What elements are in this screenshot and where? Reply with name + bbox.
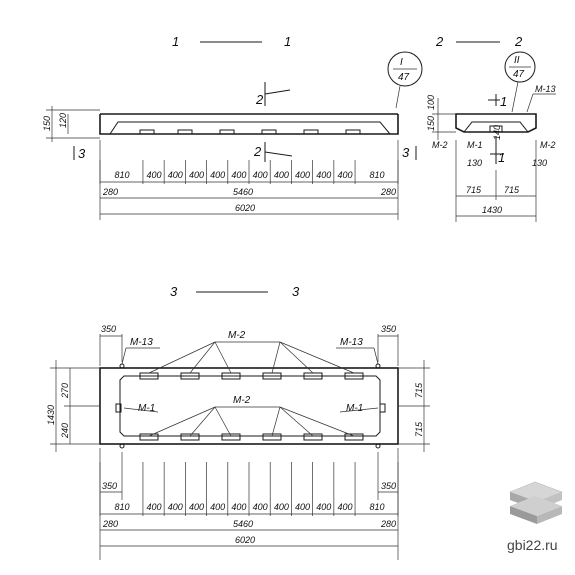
view3-m1-left: М-1	[138, 403, 155, 414]
spacing-label: 400	[210, 502, 225, 512]
watermark-text: gbi22.ru	[507, 537, 558, 553]
spacing-label: 400	[274, 502, 289, 512]
view3-m13-right: М-13	[340, 337, 363, 348]
view1-mark-3-right: 3	[402, 145, 410, 160]
view2-d130-right: 130	[532, 158, 547, 168]
view2-half-left: 715	[466, 185, 482, 195]
view2-mark-1b: 1	[498, 150, 505, 165]
spacing-label: 400	[295, 502, 310, 512]
view1-total: 6020	[235, 203, 255, 213]
section-1-left: 1	[172, 34, 179, 49]
spacing-label: 400	[231, 170, 246, 180]
view3-m2-top: М-2	[228, 330, 246, 341]
view1-spacing-ticks	[99, 160, 399, 184]
view2-mark-1: 1	[500, 94, 507, 109]
view2-h3: 140	[492, 125, 502, 140]
view2-d130-left: 130	[467, 158, 482, 168]
view3-rh-top: 715	[414, 382, 424, 398]
section-1-right: 1	[284, 34, 291, 49]
spacing-label: 400	[337, 170, 352, 180]
view3-rh-bot: 715	[414, 421, 424, 437]
section-2-title: 2 2	[435, 34, 523, 49]
view3-inner: 5460	[233, 519, 253, 529]
callout-I: I 47	[387, 51, 423, 109]
spacing-label: 810	[370, 170, 385, 180]
view3-total: 6020	[235, 535, 255, 545]
spacing-label: 400	[189, 170, 204, 180]
view3-m1-right: М-1	[346, 403, 363, 414]
callout-II-top: II	[514, 55, 520, 66]
spacing-label: 400	[231, 502, 246, 512]
view1-inner: 5460	[233, 187, 253, 197]
spacing-label: 400	[147, 170, 162, 180]
view3-bottom-plates	[139, 433, 364, 441]
spacing-label: 400	[147, 502, 162, 512]
view-1-elevation: 150 120 2 2 3 3 810 400 400 400 400 400 400 400…	[42, 82, 417, 220]
callout-II-bottom: 47	[513, 69, 525, 80]
view3-end-right: 280	[380, 519, 396, 529]
view3-edge-left: 350	[101, 324, 116, 334]
spacing-label: 810	[114, 502, 129, 512]
view1-ribs	[139, 129, 361, 135]
view1-end-left: 280	[102, 187, 118, 197]
view1-end-right: 280	[380, 187, 396, 197]
section-1-title: 1 1	[172, 34, 291, 49]
view1-h-inner: 120	[58, 113, 68, 128]
view1-mark-2: 2	[255, 92, 264, 107]
section-2-left: 2	[435, 34, 444, 49]
view-3-plan: М-2 М-2 М-13 М-13 М-1 М-1 350	[46, 324, 430, 560]
spacing-label: 400	[337, 502, 352, 512]
view3-m13-left: М-13	[130, 337, 153, 348]
spacing-label: 810	[114, 170, 129, 180]
view-2-section: 1 1 М-13 100 150 140 М-2 М-1 М-2 130 130…	[426, 84, 556, 222]
view1-mark-3-left: 3	[78, 146, 86, 161]
view2-h1: 100	[426, 95, 436, 110]
view3-h-top: 270	[60, 383, 70, 399]
view2-m2-right: М-2	[540, 140, 556, 150]
view1-spacing-labels: 810 400 400 400 400 400 400 400 400 400 400 810	[114, 170, 384, 180]
view3-leaders-mid	[148, 406, 355, 437]
view3-bedge-right: 350	[381, 481, 396, 491]
view2-m1: М-1	[467, 140, 483, 150]
view3-h-bot: 240	[60, 423, 70, 439]
view2-m13: М-13	[535, 84, 556, 94]
view3-h-total: 1430	[46, 405, 56, 425]
view1-mark-2b: 2	[253, 144, 262, 159]
section-3-title: 3 3	[170, 284, 300, 299]
section-2-right: 2	[514, 34, 523, 49]
view3-edge-right: 350	[381, 324, 396, 334]
spacing-label: 400	[253, 170, 268, 180]
callout-I-top: I	[400, 57, 403, 68]
view3-end-left: 280	[102, 519, 118, 529]
view3-bedge-left: 350	[102, 481, 117, 491]
view3-m2-mid: М-2	[233, 395, 251, 406]
spacing-label: 400	[210, 170, 225, 180]
watermark-logo	[509, 481, 563, 524]
callout-II: II 47	[504, 51, 536, 113]
spacing-label: 810	[370, 502, 385, 512]
spacing-label: 400	[316, 170, 331, 180]
spacing-label: 400	[295, 170, 310, 180]
spacing-label: 400	[316, 502, 331, 512]
spacing-label: 400	[189, 502, 204, 512]
view3-spacing-labels: 810 400 400 400 400 400 400 400 400 400 400 810	[114, 502, 384, 512]
view2-half-right: 715	[504, 185, 520, 195]
view2-h2: 150	[426, 116, 436, 131]
view2-total: 1430	[482, 205, 502, 215]
spacing-label: 400	[168, 170, 183, 180]
spacing-label: 400	[253, 502, 268, 512]
view3-spacing-ticks	[99, 462, 399, 516]
view2-m2-left: М-2	[432, 140, 448, 150]
spacing-label: 400	[274, 170, 289, 180]
section-3-right: 3	[292, 284, 300, 299]
view1-h-total: 150	[42, 116, 52, 131]
view3-leaders-top	[148, 341, 355, 374]
spacing-label: 400	[168, 502, 183, 512]
section-3-left: 3	[170, 284, 178, 299]
callout-I-bottom: 47	[398, 72, 410, 83]
